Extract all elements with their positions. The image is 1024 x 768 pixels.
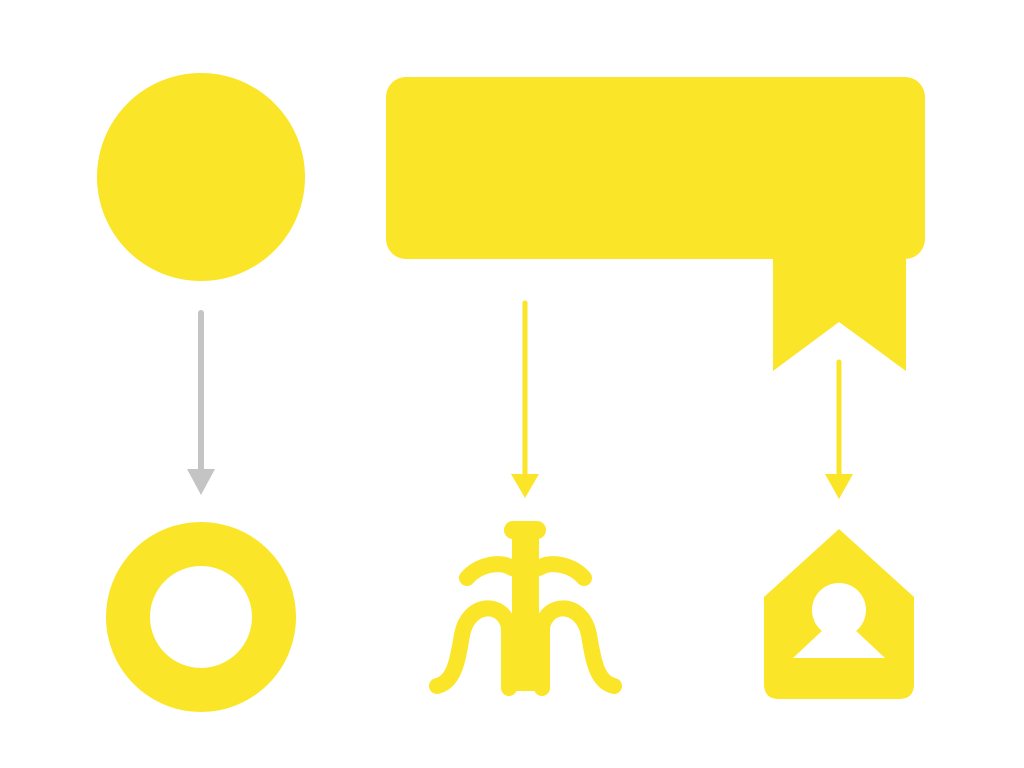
ribbon-banner-icon [386, 77, 925, 371]
house-person-icon [764, 529, 914, 699]
fountain-icon [429, 521, 622, 696]
ring-icon [106, 522, 296, 712]
arrow-left [187, 310, 215, 495]
arrow-right [825, 359, 853, 499]
filled-circle-icon [97, 73, 305, 281]
arrow-middle [511, 300, 539, 498]
